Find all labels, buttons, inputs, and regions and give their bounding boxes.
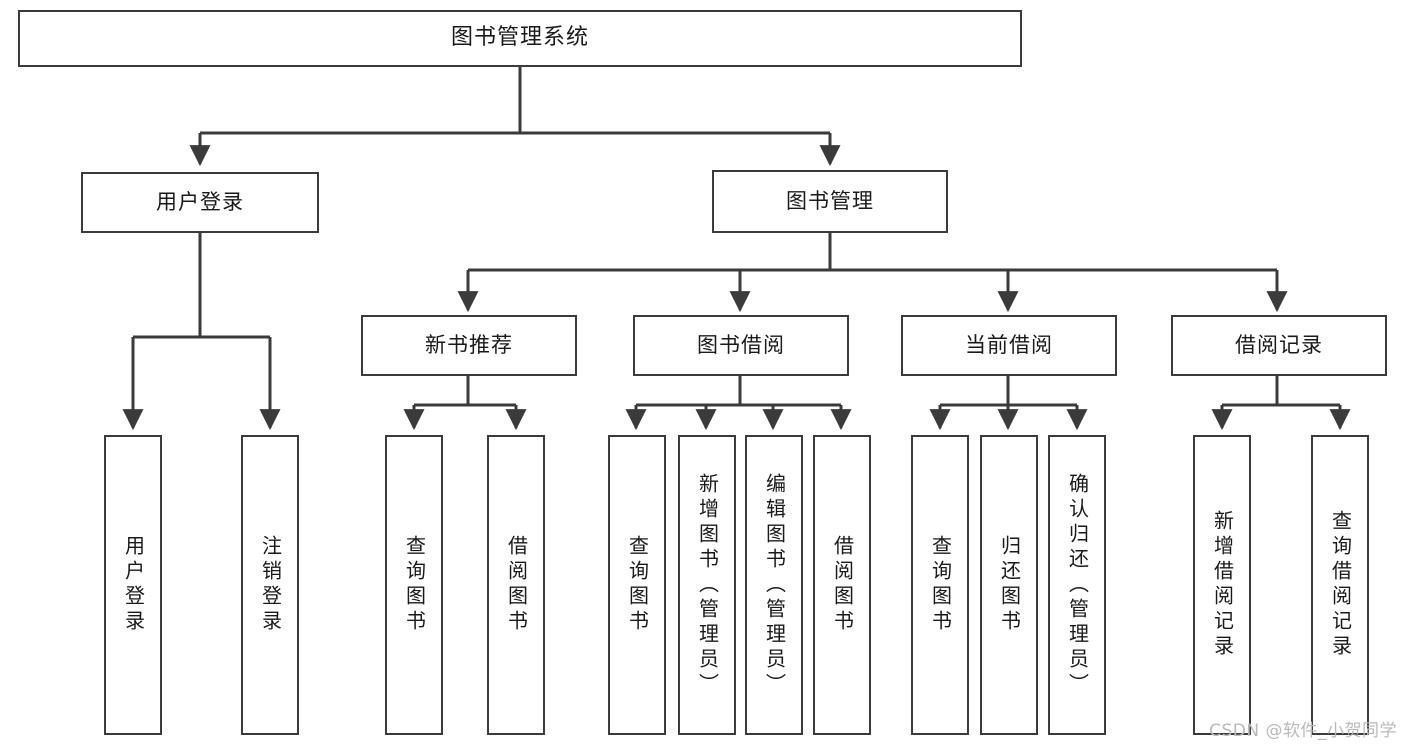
node-leaf-borrow-book-a-label: 借阅图书 xyxy=(504,535,529,635)
node-leaf-logout-label: 注销登录 xyxy=(258,535,283,635)
node-borrow-record[interactable]: 借阅记录 xyxy=(1171,315,1387,376)
node-leaf-return-book[interactable]: 归还图书 xyxy=(980,435,1038,735)
node-current-borrow[interactable]: 当前借阅 xyxy=(901,315,1117,376)
node-leaf-add-record-label: 新增借阅记录 xyxy=(1210,510,1235,660)
node-book-manage[interactable]: 图书管理 xyxy=(712,170,948,233)
node-leaf-borrow-book-a[interactable]: 借阅图书 xyxy=(487,435,545,735)
node-new-book-rec-label: 新书推荐 xyxy=(425,332,513,357)
node-root-label: 图书管理系统 xyxy=(450,25,589,51)
node-borrow-record-label: 借阅记录 xyxy=(1235,332,1323,357)
node-leaf-add-book[interactable]: 新增图书（管理员） xyxy=(678,435,736,735)
node-leaf-confirm-return-label: 确认归还（管理员） xyxy=(1065,472,1090,698)
node-book-manage-label: 图书管理 xyxy=(786,188,874,213)
node-leaf-user-login-label: 用户登录 xyxy=(121,535,146,635)
node-leaf-borrow-book-b-label: 借阅图书 xyxy=(830,535,855,635)
node-leaf-query-book-c[interactable]: 查询图书 xyxy=(911,435,969,735)
node-leaf-query-book-a[interactable]: 查询图书 xyxy=(385,435,443,735)
node-leaf-borrow-book-b[interactable]: 借阅图书 xyxy=(813,435,871,735)
node-leaf-query-record-label: 查询借阅记录 xyxy=(1328,510,1353,660)
node-leaf-user-login[interactable]: 用户登录 xyxy=(104,435,162,735)
node-leaf-query-record[interactable]: 查询借阅记录 xyxy=(1311,435,1369,735)
watermark: CSDN @软件_小贺同学 xyxy=(1209,721,1397,741)
node-root[interactable]: 图书管理系统 xyxy=(18,10,1022,67)
node-current-borrow-label: 当前借阅 xyxy=(965,332,1053,357)
node-leaf-return-book-label: 归还图书 xyxy=(997,535,1022,635)
node-leaf-query-book-b-label: 查询图书 xyxy=(625,535,650,635)
node-user-login[interactable]: 用户登录 xyxy=(81,172,319,233)
node-book-borrow-label: 图书借阅 xyxy=(697,332,785,357)
node-leaf-query-book-b[interactable]: 查询图书 xyxy=(608,435,666,735)
node-leaf-confirm-return[interactable]: 确认归还（管理员） xyxy=(1048,435,1106,735)
node-new-book-rec[interactable]: 新书推荐 xyxy=(361,315,577,376)
node-leaf-add-record[interactable]: 新增借阅记录 xyxy=(1193,435,1251,735)
node-leaf-logout[interactable]: 注销登录 xyxy=(241,435,299,735)
node-leaf-edit-book-label: 编辑图书（管理员） xyxy=(762,472,787,698)
node-leaf-add-book-label: 新增图书（管理员） xyxy=(695,472,720,698)
node-leaf-query-book-a-label: 查询图书 xyxy=(402,535,427,635)
node-book-borrow[interactable]: 图书借阅 xyxy=(633,315,849,376)
node-user-login-label: 用户登录 xyxy=(156,189,244,214)
node-leaf-edit-book[interactable]: 编辑图书（管理员） xyxy=(745,435,803,735)
node-leaf-query-book-c-label: 查询图书 xyxy=(928,535,953,635)
